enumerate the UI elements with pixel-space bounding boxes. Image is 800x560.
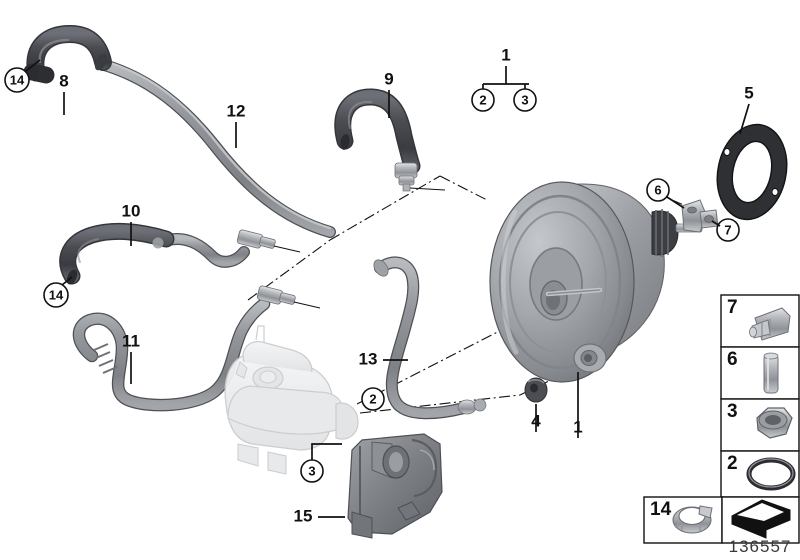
callout-12: 12 [227, 101, 246, 120]
hose-clamp-icon [672, 505, 713, 534]
circled-callout-3-mid: 3 [300, 459, 324, 483]
part-5-booster-gasket [716, 123, 788, 221]
circled-callouts: 2 3 14 6 7 14 2 [4, 59, 740, 483]
connector-10 [236, 229, 301, 253]
part-9-vacuum-hose-bend [334, 88, 446, 192]
svg-text:14: 14 [650, 499, 672, 520]
legend-item-7: 7 [720, 294, 800, 348]
callout-9: 9 [384, 69, 393, 88]
circled-callout-3-top: 3 [513, 88, 537, 112]
svg-text:7: 7 [724, 223, 731, 238]
svg-text:3: 3 [727, 401, 738, 422]
part-4-grommet [524, 377, 548, 403]
circled-callout-2-top: 2 [471, 88, 495, 112]
part-1-brake-booster [489, 181, 703, 383]
callout-11: 11 [122, 331, 140, 350]
part-10-vacuum-hose [59, 222, 301, 285]
legend-item-2: 2 [720, 450, 800, 498]
part-12-vacuum-line-long [95, 58, 336, 238]
part-15-mounting-bracket [347, 433, 443, 539]
svg-text:2: 2 [479, 93, 486, 108]
legend-item-6: 6 [720, 346, 800, 400]
svg-text:3: 3 [521, 93, 528, 108]
callout-13: 13 [359, 349, 378, 368]
svg-text:14: 14 [49, 288, 64, 303]
connector-9 [394, 162, 446, 192]
part-6-7-clevis-assembly [681, 199, 719, 233]
circled-callout-14-b: 14 [43, 276, 73, 308]
circled-callout-14-a: 14 [4, 59, 41, 93]
diagram-id-number: 136557 [729, 537, 792, 556]
callout-1-right: 1 [573, 417, 582, 436]
part-13-vacuum-line-booster [373, 256, 487, 420]
callout-8: 8 [59, 71, 68, 90]
circled-callout-6: 6 [646, 178, 685, 209]
callout-5: 5 [744, 83, 753, 102]
part-8-vacuum-hose-elbow [23, 24, 112, 84]
retaining-clip-icon [749, 307, 791, 341]
svg-text:2: 2 [727, 453, 738, 474]
leader-lines [63, 90, 750, 518]
callout-group-3-mid [311, 443, 342, 461]
legend-direction-marker [721, 496, 800, 544]
clevis-pin-icon [763, 352, 779, 394]
svg-text:14: 14 [10, 73, 25, 88]
callout-15: 15 [294, 506, 313, 525]
svg-text:3: 3 [308, 464, 315, 479]
brake-fluid-reservoir-ghost [224, 325, 359, 475]
svg-text:7: 7 [727, 297, 738, 318]
hose-ribs-11 [93, 343, 118, 374]
svg-text:6: 6 [727, 349, 738, 370]
svg-text:6: 6 [654, 183, 661, 198]
callout-labels: 1 8 12 9 5 10 11 13 4 1 15 [59, 45, 753, 525]
o-ring-icon [746, 457, 796, 491]
connector-11 [256, 285, 321, 309]
circled-callout-7: 7 [711, 218, 740, 242]
callout-10: 10 [122, 201, 141, 220]
svg-text:2: 2 [369, 392, 376, 407]
legend-item-3: 3 [720, 398, 800, 452]
callout-4: 4 [531, 411, 541, 430]
legend-panel: 7 6 3 [643, 294, 800, 544]
part-11-vacuum-hose-lower [72, 285, 321, 412]
legend-item-14: 14 [643, 496, 723, 544]
callout-1-top: 1 [501, 45, 510, 64]
circled-callout-2-mid: 2 [361, 387, 385, 411]
hex-nut-icon [756, 407, 793, 439]
